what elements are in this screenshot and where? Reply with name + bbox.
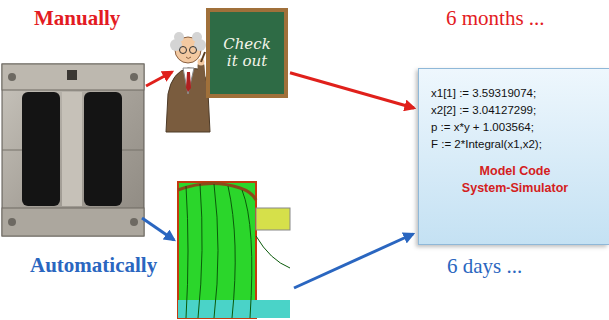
- flow-arrow: [142, 218, 174, 240]
- core-body: [2, 64, 144, 236]
- simulation-domain: [178, 182, 256, 318]
- core-window: [22, 92, 60, 206]
- duration-label: 6 months ...: [446, 6, 545, 30]
- professor-figure: [166, 32, 210, 132]
- field-line: [256, 236, 290, 268]
- professor-hair: [192, 32, 202, 42]
- magnetic-core-photo: [2, 64, 144, 236]
- core-window: [84, 92, 122, 206]
- pointer-stick: [201, 52, 205, 62]
- professor-tie: [186, 72, 191, 92]
- model-code-box: x1[1] := 3.59319074;x2[2] := 3.04127299;…: [418, 68, 609, 245]
- code-line: x1[1] := 3.59319074;: [431, 85, 599, 102]
- flow-arrow: [146, 72, 172, 86]
- chalk-text: Check it out: [216, 36, 278, 70]
- code-line: F := 2*Integral(x1,x2);: [431, 136, 599, 153]
- core-bottom-plate: [2, 208, 144, 236]
- field-simulation-image: [178, 182, 290, 318]
- field-line: [242, 190, 252, 318]
- field-line: [214, 184, 218, 318]
- code-line: p := x*y + 1.003564;: [431, 119, 599, 136]
- code-line: x2[2] := 3.04127299;: [431, 102, 599, 119]
- simulation-base: [178, 300, 290, 318]
- professor-hair: [174, 32, 184, 42]
- core-notch: [67, 70, 77, 80]
- professor-shirt: [183, 68, 194, 94]
- box-title: Model Code: [431, 163, 599, 180]
- core-seam: [122, 150, 144, 151]
- professor-glasses: [180, 47, 187, 54]
- field-line: [186, 186, 188, 318]
- professor-glasses: [190, 47, 197, 54]
- method-label: Manually: [34, 6, 120, 30]
- method-label: Automatically: [30, 253, 157, 277]
- duration-label: 6 days ...: [447, 254, 522, 278]
- core-center-leg: [62, 92, 82, 206]
- screw: [8, 73, 16, 81]
- screw: [8, 218, 16, 226]
- screw: [130, 218, 138, 226]
- blackboard: Check it out: [206, 8, 288, 98]
- professor-arm: [201, 66, 202, 78]
- screw: [130, 73, 138, 81]
- box-title: System-Simulator: [431, 180, 599, 197]
- flow-arrow: [290, 73, 414, 108]
- field-line: [228, 186, 235, 318]
- flow-arrow: [294, 234, 413, 288]
- professor-mouth: [186, 57, 191, 59]
- core-top-plate: [2, 64, 144, 90]
- field-line: [198, 184, 202, 318]
- core-seam: [2, 150, 22, 151]
- armature-block: [256, 208, 290, 230]
